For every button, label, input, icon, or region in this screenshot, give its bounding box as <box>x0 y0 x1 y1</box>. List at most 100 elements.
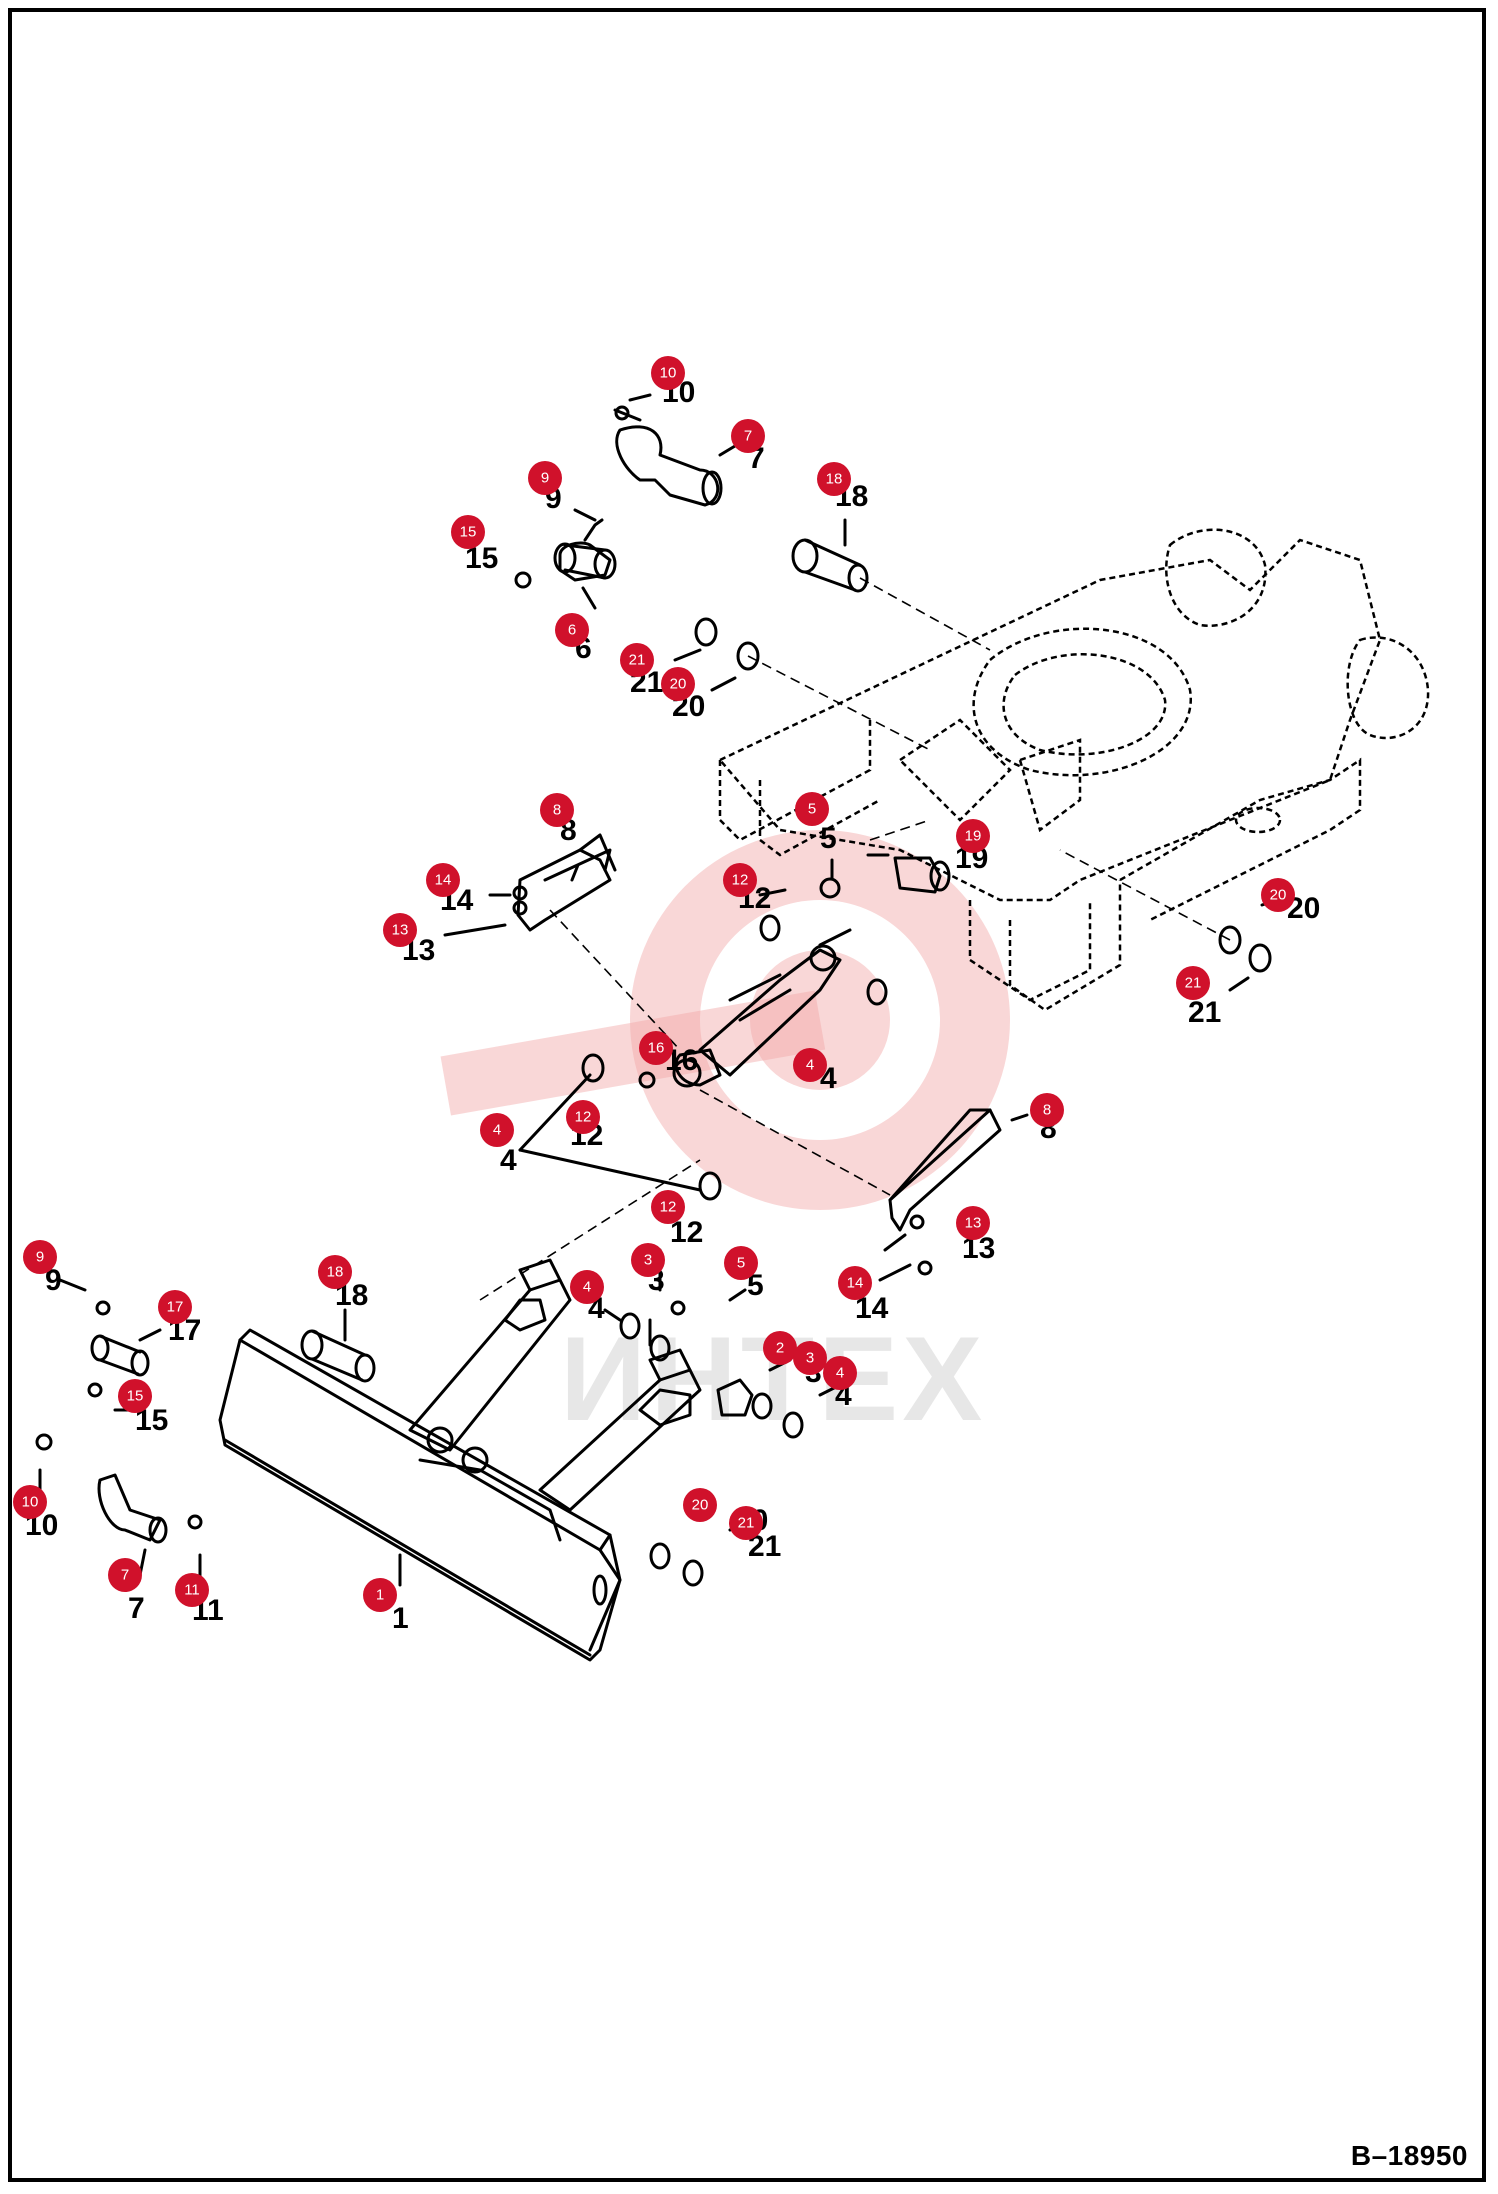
callout: 10 <box>651 356 685 390</box>
callout-number: 13 <box>392 922 409 939</box>
callout-number: 18 <box>826 471 843 488</box>
callout-number: 18 <box>327 1264 344 1281</box>
part-label: 1 <box>392 1602 409 1635</box>
callout: 8 <box>540 793 574 827</box>
callout-number: 5 <box>808 801 816 818</box>
callout-number: 9 <box>36 1249 44 1266</box>
callout-number: 20 <box>692 1497 709 1514</box>
callout-number: 20 <box>1270 887 1287 904</box>
callout-number: 12 <box>575 1109 592 1126</box>
watermark: ИНТЕХ <box>440 830 1010 1446</box>
callout-number: 5 <box>737 1255 745 1272</box>
callout: 2 <box>763 1331 797 1365</box>
callout: 7 <box>731 419 765 453</box>
callout-number: 8 <box>553 802 561 819</box>
part-label: 5 <box>820 822 837 855</box>
callout: 8 <box>1030 1093 1064 1127</box>
part-label: 4 <box>500 1144 517 1177</box>
callout: 12 <box>651 1190 685 1224</box>
callout-number: 13 <box>965 1215 982 1232</box>
callout: 4 <box>570 1270 604 1304</box>
callout: 21 <box>620 643 654 677</box>
callout: 11 <box>175 1573 209 1607</box>
callout: 4 <box>793 1048 827 1082</box>
callout: 16 <box>639 1031 673 1065</box>
callout: 3 <box>793 1341 827 1375</box>
drawing-frame <box>8 8 1486 2182</box>
pin-17-lower <box>87 1300 150 1398</box>
callout-number: 11 <box>184 1582 200 1599</box>
part-label: 21 <box>1188 996 1221 1029</box>
callout: 15 <box>451 515 485 549</box>
callout-number: 21 <box>738 1515 755 1532</box>
blade-cylinder <box>672 928 852 1088</box>
callout: 14 <box>426 863 460 897</box>
callout: 13 <box>956 1206 990 1240</box>
callout-number: 7 <box>121 1567 129 1584</box>
callout-number: 9 <box>541 470 549 487</box>
part-label: 5 <box>747 1269 764 1302</box>
track-frame-assembly <box>717 528 1430 1012</box>
callout-number: 12 <box>732 872 749 889</box>
washers-right <box>1059 849 1272 973</box>
callout-number: 4 <box>583 1279 591 1296</box>
callout: 18 <box>318 1255 352 1289</box>
callout: 1 <box>363 1578 397 1612</box>
callout-number: 1 <box>376 1587 384 1604</box>
callout: 15 <box>118 1379 152 1413</box>
callout-number: 15 <box>460 524 477 541</box>
callout: 7 <box>108 1558 142 1592</box>
washers-upper <box>694 617 931 751</box>
callout-number: 10 <box>22 1494 39 1511</box>
callout-bubbles: 10 7 9 18 15 6 21 20 8 5 14 12 19 13 20 … <box>13 356 1295 1612</box>
callout: 18 <box>817 462 851 496</box>
callout: 12 <box>723 863 757 897</box>
pin-7-lower <box>35 1433 203 1544</box>
callout-number: 21 <box>629 652 646 669</box>
callout-number: 17 <box>167 1299 184 1316</box>
callout-number: 20 <box>670 676 687 693</box>
callout-number: 10 <box>660 365 677 382</box>
pin-18-upper <box>791 538 991 651</box>
pin-19 <box>869 819 951 894</box>
cylinder-guard-lower <box>699 1089 1002 1232</box>
callout-number: 12 <box>660 1199 677 1216</box>
callout-number: 16 <box>648 1040 665 1057</box>
callout: 6 <box>555 613 589 647</box>
callout: 13 <box>383 913 417 947</box>
callout: 4 <box>480 1113 514 1147</box>
callout: 20 <box>661 667 695 701</box>
callout-number: 14 <box>435 872 452 889</box>
pin-18-lower <box>300 1329 376 1383</box>
part-label: 7 <box>128 1592 145 1625</box>
middle-fittings <box>512 877 933 1276</box>
callout-number: 2 <box>776 1340 784 1357</box>
callout: 5 <box>724 1246 758 1280</box>
callout-number: 4 <box>836 1365 844 1382</box>
drawing-number: B–18950 <box>1350 2140 1468 2171</box>
callout-number: 8 <box>1043 1102 1051 1119</box>
callout: 20 <box>683 1488 717 1522</box>
part-label: 9 <box>45 1264 62 1297</box>
callout: 12 <box>566 1100 600 1134</box>
blade-push-arms <box>408 1258 702 1542</box>
callout-number: 6 <box>568 622 576 639</box>
callout-number: 21 <box>1185 975 1202 992</box>
watermark-text: ИНТЕХ <box>560 1312 986 1446</box>
callout: 9 <box>23 1240 57 1274</box>
pin-6-assembly <box>514 518 617 589</box>
callout: 14 <box>838 1266 872 1300</box>
callout-number: 15 <box>127 1388 144 1405</box>
callout-number: 3 <box>644 1252 652 1269</box>
callout-number: 14 <box>847 1275 864 1292</box>
pin-assembly-upper <box>613 405 723 507</box>
callout-number: 19 <box>965 828 982 845</box>
callout: 21 <box>729 1506 763 1540</box>
callout: 9 <box>528 461 562 495</box>
callout: 17 <box>158 1290 192 1324</box>
callout-number: 3 <box>806 1350 814 1367</box>
cylinder-guard-upper <box>516 833 681 1051</box>
callout-number: 7 <box>744 428 752 445</box>
callout: 5 <box>795 792 829 826</box>
